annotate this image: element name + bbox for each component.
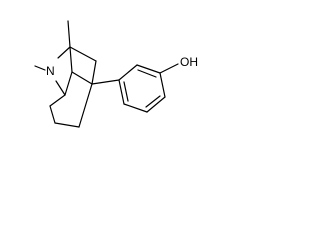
bond-c4-c5 [49,105,56,124]
ring-bond-5 [123,103,148,113]
bond-bh-c4 [49,94,66,107]
bond-n-bridgehead [55,80,66,96]
ring-bond-1 [118,64,138,81]
bond-n-c2 [57,46,71,59]
ring-bond-2 [136,64,161,74]
bond-c5-c6 [54,122,80,128]
bond-bridge-cq [71,71,93,85]
bond-bh-bridge [64,71,73,96]
ring-double-3 [123,81,129,102]
structure-canvas: N OH [0,0,211,148]
bond-c2-c3 [69,46,97,62]
bond-ring-oh [159,63,179,74]
bond-bridge-c2 [69,46,73,73]
ring-double-1 [137,69,157,78]
nitrogen-label: N [46,64,55,78]
ring-bond-6 [118,79,125,105]
bond-c2-methyl [67,20,71,48]
bond-n-methyl [34,65,46,71]
molecule-diagram: N OH [34,20,198,128]
bond-cq-phenyl [91,79,120,85]
ring-bond-3 [159,72,166,98]
hydroxyl-label: OH [180,55,198,69]
ring-bond-4 [146,96,166,113]
bond-c3-cq [91,60,97,85]
ring-double-2 [145,95,161,108]
bond-c6-cq [78,83,93,128]
